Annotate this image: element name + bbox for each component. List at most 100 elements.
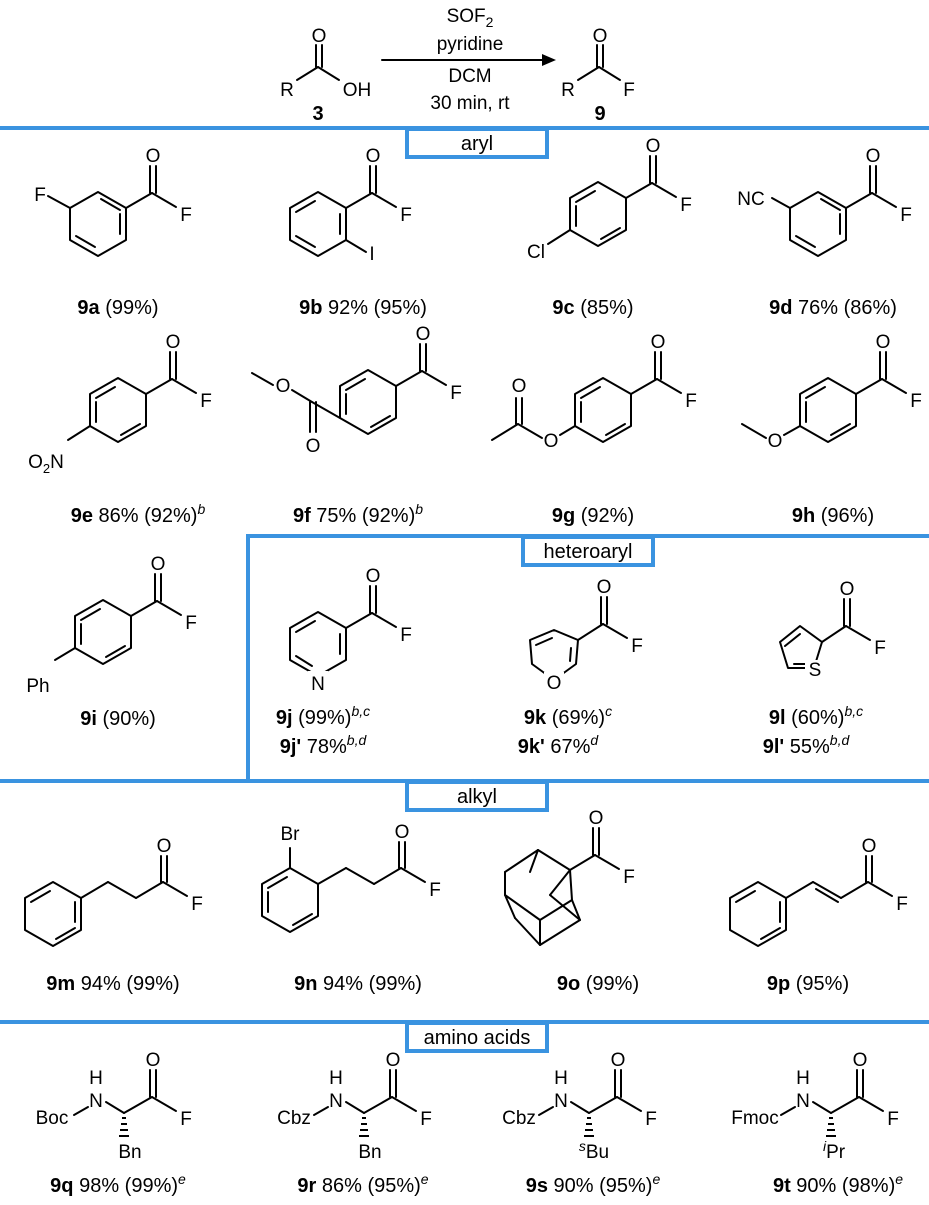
structure-9n: Br O F xyxy=(261,822,441,933)
svg-text:O: O xyxy=(646,136,661,157)
reagent-sof2: SOF2 xyxy=(447,6,494,30)
section-box-aryl xyxy=(405,127,549,159)
svg-text:O: O xyxy=(768,431,783,452)
label-9p: 9p (95%) xyxy=(767,973,849,995)
atom-f: F xyxy=(623,80,635,101)
atom-o: O xyxy=(593,26,608,47)
svg-text:N: N xyxy=(554,1091,568,1112)
svg-text:F: F xyxy=(450,383,462,404)
structure-9h: O F O xyxy=(741,332,922,452)
structure-9p: O F xyxy=(729,836,908,947)
svg-text:O: O xyxy=(876,332,891,353)
atom-r: R xyxy=(561,80,575,101)
svg-text:Br: Br xyxy=(281,824,301,845)
svg-text:F: F xyxy=(200,391,212,412)
structure-9q: Boc N H O F Bn xyxy=(36,1050,192,1163)
label-9d: 9d 76% (86%) xyxy=(769,297,897,319)
solvent-dcm: DCM xyxy=(448,66,491,87)
svg-text:F: F xyxy=(191,894,203,915)
svg-text:N: N xyxy=(329,1091,343,1112)
svg-text:O: O xyxy=(386,1050,401,1071)
svg-text:F: F xyxy=(680,195,692,216)
svg-text:F: F xyxy=(34,185,46,206)
section-box-amino-acids xyxy=(405,1021,549,1053)
svg-text:O: O xyxy=(166,332,181,353)
svg-text:O: O xyxy=(589,808,604,829)
label-9h: 9h (96%) xyxy=(792,505,874,527)
structure-9t: Fmoc N H O F iPr xyxy=(731,1050,899,1163)
starting-material: O R OH 3 xyxy=(280,26,371,125)
svg-text:H: H xyxy=(89,1068,103,1089)
svg-text:F: F xyxy=(874,638,886,659)
svg-text:Cl: Cl xyxy=(527,242,545,263)
svg-text:O: O xyxy=(544,431,559,452)
structure-9f: O F O O xyxy=(251,324,462,457)
conditions-time-temp: 30 min, rt xyxy=(430,93,510,114)
svg-text:O: O xyxy=(651,332,666,353)
svg-text:F: F xyxy=(400,205,412,226)
svg-text:O: O xyxy=(512,376,527,397)
section-label-heteroaryl: heteroaryl xyxy=(544,541,633,563)
label-9o: 9o (99%) xyxy=(557,973,639,995)
svg-text:O: O xyxy=(547,673,562,694)
structure-9b: O F I xyxy=(289,146,412,265)
label-9k: 9k (69%)c xyxy=(524,703,612,729)
svg-text:O: O xyxy=(862,836,877,857)
reagent-pyridine: pyridine xyxy=(437,34,504,55)
section-box-heteroaryl xyxy=(521,535,655,567)
svg-text:F: F xyxy=(910,391,922,412)
svg-text:H: H xyxy=(796,1068,810,1089)
atom-oh: OH xyxy=(343,80,372,101)
section-box-alkyl xyxy=(405,780,549,812)
structure-9o: O F xyxy=(504,808,635,946)
label-9k-prime: 9k' 67%d xyxy=(518,732,600,758)
reaction-header: O R OH 3 SOF2 pyridine DCM 30 min, rt O … xyxy=(280,6,635,125)
reaction-arrow xyxy=(381,54,556,66)
svg-text:F: F xyxy=(180,205,192,226)
svg-text:N: N xyxy=(796,1091,810,1112)
svg-text:F: F xyxy=(887,1109,899,1130)
svg-text:O: O xyxy=(597,577,612,598)
svg-text:Boc: Boc xyxy=(36,1108,69,1129)
svg-text:O: O xyxy=(151,554,166,575)
svg-text:O: O xyxy=(866,146,881,167)
svg-text:sBu: sBu xyxy=(579,1138,609,1163)
label-3: 3 xyxy=(312,103,323,125)
svg-text:I: I xyxy=(369,244,374,265)
svg-text:F: F xyxy=(400,625,412,646)
section-label-alkyl: alkyl xyxy=(457,786,497,808)
svg-text:O: O xyxy=(395,822,410,843)
label-9: 9 xyxy=(594,103,605,125)
svg-text:Bn: Bn xyxy=(118,1142,141,1163)
atom-o: O xyxy=(312,26,327,47)
product: O R F 9 xyxy=(561,26,635,125)
label-9s: 9s 90% (95%)e xyxy=(526,1171,661,1197)
svg-text:F: F xyxy=(180,1109,192,1130)
svg-text:NC: NC xyxy=(737,189,764,210)
svg-text:O: O xyxy=(146,146,161,167)
structure-9a: O F F xyxy=(34,146,192,257)
svg-text:O2N: O2N xyxy=(28,452,64,476)
svg-text:F: F xyxy=(631,636,643,657)
svg-text:F: F xyxy=(900,205,912,226)
svg-text:H: H xyxy=(554,1068,568,1089)
label-9f: 9f 75% (92%)b xyxy=(293,501,423,527)
svg-text:O: O xyxy=(611,1050,626,1071)
structure-9l: O F S xyxy=(779,579,886,681)
svg-text:O: O xyxy=(840,579,855,600)
section-label-amino-acids: amino acids xyxy=(424,1027,531,1049)
structure-9d: O F NC xyxy=(737,146,912,257)
atom-r: R xyxy=(280,80,294,101)
section-label-aryl: aryl xyxy=(461,133,493,155)
label-9n: 9n 94% (99%) xyxy=(294,973,422,995)
label-9m: 9m 94% (99%) xyxy=(46,973,179,995)
structure-9e: O F O2N xyxy=(28,332,212,476)
svg-text:F: F xyxy=(420,1109,432,1130)
label-9g: 9g (92%) xyxy=(552,505,634,527)
svg-text:O: O xyxy=(306,436,321,457)
svg-text:O: O xyxy=(366,566,381,587)
structure-9s: Cbz N H O F sBu xyxy=(502,1050,657,1163)
structure-9m: O F xyxy=(24,836,203,947)
svg-text:Cbz: Cbz xyxy=(502,1108,536,1129)
